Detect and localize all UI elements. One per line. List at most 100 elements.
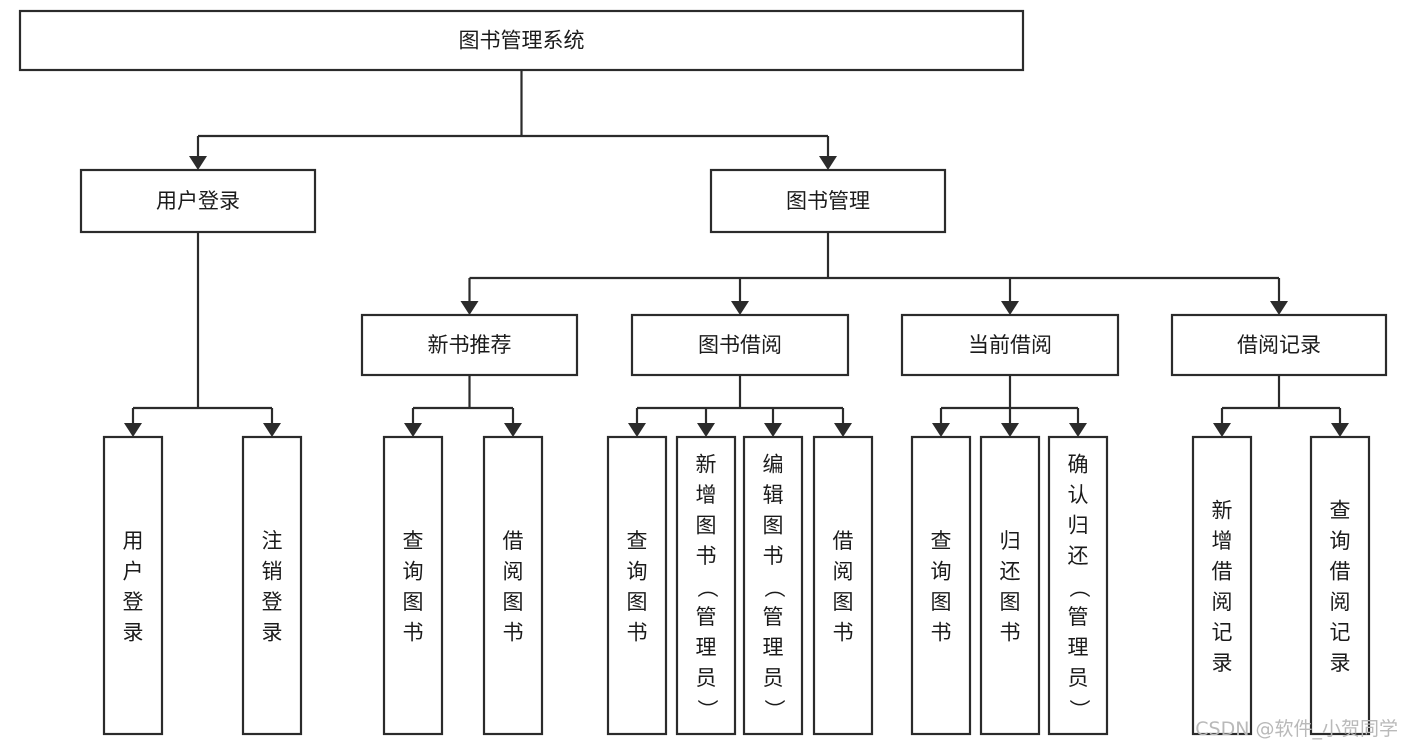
connector-arrow-icon: [124, 423, 142, 437]
leaf-query-book-2-label-char: 图: [627, 590, 648, 614]
leaf-add-book-box[interactable]: [675, 435, 737, 736]
leaf-borrow-book-2-label-char: 书: [833, 620, 854, 644]
node-book-manage[interactable]: 图书管理: [709, 168, 947, 234]
node-current-borrow[interactable]: 当前借阅: [900, 313, 1120, 377]
connector-arrow-icon: [1213, 423, 1231, 437]
leaf-confirm-return-label-char: 理: [1068, 636, 1089, 660]
leaf-add-record-box[interactable]: [1191, 435, 1253, 736]
leaf-user-login-label-char: 登: [123, 590, 144, 614]
leaf-query-book-3-label-char: 询: [931, 559, 952, 583]
leaf-user-login-label-char: 户: [123, 559, 144, 583]
leaf-query-book-1[interactable]: 查询图书查询图书: [382, 435, 444, 736]
leaf-confirm-return-label-char: 员: [1068, 666, 1089, 690]
leaf-query-record-box[interactable]: [1309, 435, 1371, 736]
leaf-edit-book-label-char: ）: [762, 699, 786, 720]
root-node[interactable]: 图书管理系统: [18, 9, 1025, 72]
leaf-query-book-1-label-char: 书: [403, 620, 424, 644]
connector-arrow-icon: [460, 301, 479, 315]
leaf-query-book-3-box[interactable]: [910, 435, 972, 736]
connector-arrow-icon: [189, 156, 207, 170]
leaf-logout[interactable]: 注销登录注销登录: [241, 435, 303, 736]
node-user-login-label: 用户登录: [156, 189, 240, 213]
node-book-borrow[interactable]: 图书借阅: [630, 313, 850, 377]
leaf-borrow-book-1[interactable]: 借阅图书借阅图书: [482, 435, 544, 736]
leaf-borrow-book-1-label-char: 书: [503, 620, 524, 644]
node-book-manage-box[interactable]: [709, 168, 947, 234]
root-node-box[interactable]: [18, 9, 1025, 72]
leaf-borrow-book-1-label-char: 借: [503, 529, 524, 553]
node-book-borrow-box[interactable]: [630, 313, 850, 377]
leaf-query-book-3[interactable]: 查询图书查询图书: [910, 435, 972, 736]
leaf-borrow-book-1-box[interactable]: [482, 435, 544, 736]
node-new-book-recommend-box[interactable]: [360, 313, 579, 377]
leaf-query-book-2-box[interactable]: [606, 435, 668, 736]
leaf-confirm-return-label-char: 认: [1068, 483, 1089, 507]
node-current-borrow-box[interactable]: [900, 313, 1120, 377]
leaf-query-record[interactable]: 查询借阅记录查询借阅记录: [1309, 435, 1371, 736]
leaf-confirm-return-label-char: 确: [1068, 453, 1089, 477]
leaf-edit-book-label-char: 编: [763, 453, 784, 477]
leaf-add-book-label-char: 图: [696, 514, 717, 538]
leaf-confirm-return-box[interactable]: [1047, 435, 1109, 736]
leaf-query-book-1-label-char: 图: [403, 590, 424, 614]
leaf-query-record-label-char: 阅: [1330, 590, 1351, 614]
leaf-add-record-label-char: 录: [1212, 651, 1233, 675]
leaf-confirm-return-label-char: ）: [1067, 699, 1091, 720]
leaf-edit-book-label-char: 员: [763, 666, 784, 690]
leaf-logout-label-char: 录: [262, 620, 283, 644]
leaf-edit-book-label-char: 图: [763, 514, 784, 538]
connector-arrow-icon: [404, 423, 422, 437]
leaf-return-book-label-char: 图: [1000, 590, 1021, 614]
leaf-query-book-2[interactable]: 查询图书查询图书: [606, 435, 668, 736]
connector-arrow-icon: [1001, 423, 1019, 437]
csdn-watermark: CSDN @软件_小贺同学: [1195, 718, 1398, 740]
node-borrow-record-label: 借阅记录: [1237, 333, 1321, 357]
leaf-borrow-book-2-box[interactable]: [812, 435, 874, 736]
leaf-return-book-box[interactable]: [979, 435, 1041, 736]
leaf-query-book-2-label-char: 书: [627, 620, 648, 644]
connector-arrow-icon: [731, 301, 749, 315]
leaf-query-book-1-box[interactable]: [382, 435, 444, 736]
leaf-return-book-label-char: 归: [1000, 529, 1021, 553]
node-book-manage-label: 图书管理: [786, 189, 870, 213]
leaf-borrow-book-1-label-char: 阅: [503, 559, 524, 583]
connector-arrow-icon: [932, 423, 950, 437]
connector-arrow-icon: [1069, 423, 1087, 437]
leaf-add-book-label-char: （: [695, 577, 719, 598]
leaf-query-book-2-label-char: 查: [627, 529, 648, 553]
leaf-user-login[interactable]: 用户登录用户登录: [102, 435, 164, 736]
leaf-borrow-book-2[interactable]: 借阅图书借阅图书: [812, 435, 874, 736]
leaf-add-book-label-char: 新: [696, 453, 717, 477]
leaf-add-record-label-char: 阅: [1212, 590, 1233, 614]
leaf-query-record-label-char: 录: [1330, 651, 1351, 675]
leaf-return-book[interactable]: 归还图书归还图书: [979, 435, 1041, 736]
connector-arrow-icon: [1270, 301, 1288, 315]
connector-arrow-icon: [697, 423, 715, 437]
leaf-borrow-book-2-label-char: 借: [833, 529, 854, 553]
leaf-add-record-label-char: 借: [1212, 559, 1233, 583]
node-new-book-recommend[interactable]: 新书推荐: [360, 313, 579, 377]
connector-arrow-icon: [504, 423, 522, 437]
node-user-login[interactable]: 用户登录: [79, 168, 317, 234]
leaf-user-login-label-char: 用: [123, 529, 144, 553]
node-borrow-record-box[interactable]: [1170, 313, 1388, 377]
node-user-login-box[interactable]: [79, 168, 317, 234]
node-borrow-record[interactable]: 借阅记录: [1170, 313, 1388, 377]
connector-arrow-icon: [628, 423, 646, 437]
leaf-logout-label-char: 登: [262, 590, 283, 614]
leaf-query-record-label-char: 询: [1330, 529, 1351, 553]
leaf-logout-box[interactable]: [241, 435, 303, 736]
leaf-add-book-label-char: 书: [696, 544, 717, 568]
leaf-confirm-return-label-char: 归: [1068, 514, 1089, 538]
leaf-add-record[interactable]: 新增借阅记录新增借阅记录: [1191, 435, 1253, 736]
leaf-edit-book-box[interactable]: [742, 435, 804, 736]
leaf-query-book-3-label-char: 书: [931, 620, 952, 644]
leaf-confirm-return-label-char: 还: [1068, 544, 1089, 568]
leaf-user-login-box[interactable]: [102, 435, 164, 736]
leaf-query-book-2-label-char: 询: [627, 559, 648, 583]
leaf-edit-book-label-char: 辑: [763, 483, 784, 507]
